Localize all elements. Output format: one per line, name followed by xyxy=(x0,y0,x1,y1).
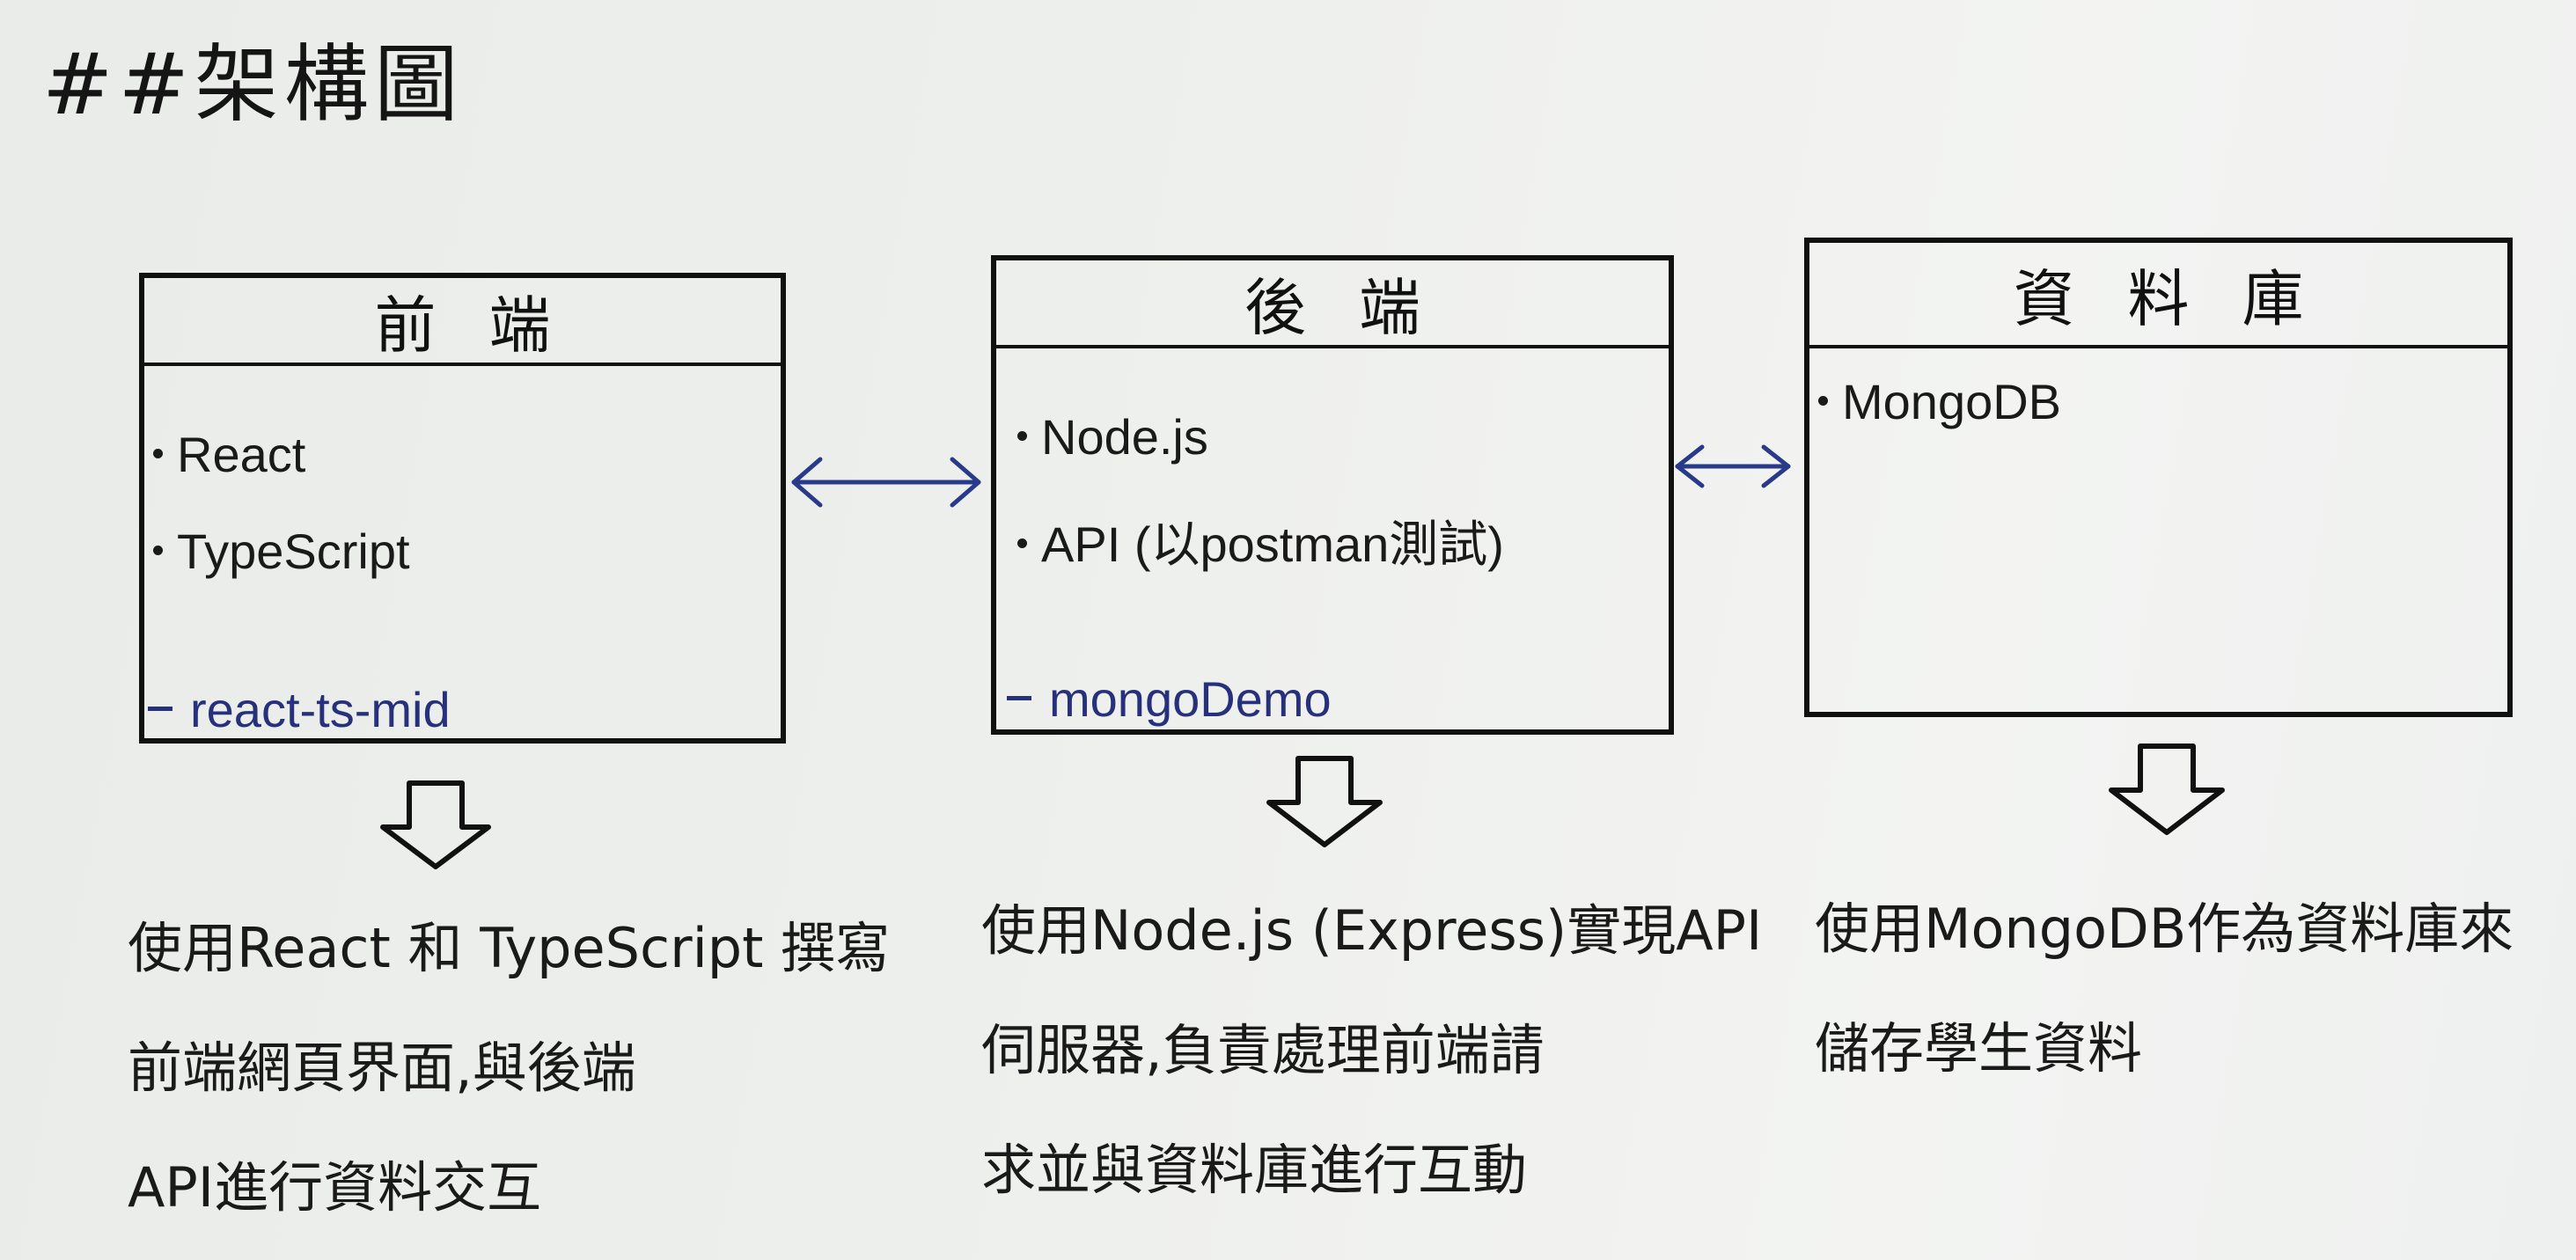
dash-icon xyxy=(1007,695,1031,700)
backend-item-api: API (以postman測試) xyxy=(1017,505,1504,576)
description-line: 伺服器,負責處理前端請 xyxy=(981,1018,1545,1082)
down-arrow-icon xyxy=(1266,756,1383,847)
double-arrow-icon xyxy=(791,457,981,508)
frontend-description: 使用React 和 TypeScript 撰寫 前端網頁界面,與後端 API進行… xyxy=(128,889,890,1248)
double-arrow-icon xyxy=(1675,444,1791,488)
down-arrow-icon xyxy=(380,780,491,869)
bullet-icon xyxy=(1818,395,1828,406)
database-box-header: 資料庫 xyxy=(1809,243,2507,348)
frontend-item-typescript: TypeScript xyxy=(153,523,410,580)
frontend-folder-name: react-ts-mid xyxy=(148,681,451,738)
backend-box-header: 後端 xyxy=(996,260,1669,348)
description-line: 使用Node.js (Express)實現API xyxy=(981,898,1763,963)
backend-box: 後端 Node.js API (以postman測試) mongoDemo xyxy=(991,255,1674,735)
database-description: 使用MongoDB作為資料庫來 儲存學生資料 xyxy=(1815,869,2514,1109)
database-box: 資料庫 MongoDB xyxy=(1804,238,2513,717)
bullet-icon xyxy=(153,448,163,458)
frontend-box-header: 前端 xyxy=(144,278,781,366)
frontend-item-react: React xyxy=(153,426,305,483)
database-item-mongodb: MongoDB xyxy=(1818,373,2061,430)
dash-icon xyxy=(148,706,172,711)
down-arrow-icon xyxy=(2109,744,2225,835)
backend-item-nodejs: Node.js xyxy=(1017,408,1208,465)
bullet-icon xyxy=(1017,430,1027,441)
description-line: 儲存學生資料 xyxy=(1815,1016,2143,1081)
bullet-icon xyxy=(1017,538,1027,548)
description-line: API進行資料交互 xyxy=(128,1155,542,1220)
description-line: 前端網頁界面,與後端 xyxy=(128,1036,636,1100)
description-line: 使用MongoDB作為資料庫來 xyxy=(1815,897,2514,961)
backend-folder-name: mongoDemo xyxy=(1007,670,1332,728)
description-line: 使用React 和 TypeScript 撰寫 xyxy=(128,916,891,980)
frontend-box: 前端 React TypeScript react-ts-mid xyxy=(139,273,786,744)
description-line: 求並與資料庫進行互動 xyxy=(981,1138,1528,1202)
backend-description: 使用Node.js (Express)實現API 伺服器,負責處理前端請 求並與… xyxy=(981,871,1762,1230)
bullet-icon xyxy=(153,545,163,555)
page-title: ##架構圖 xyxy=(42,35,464,134)
